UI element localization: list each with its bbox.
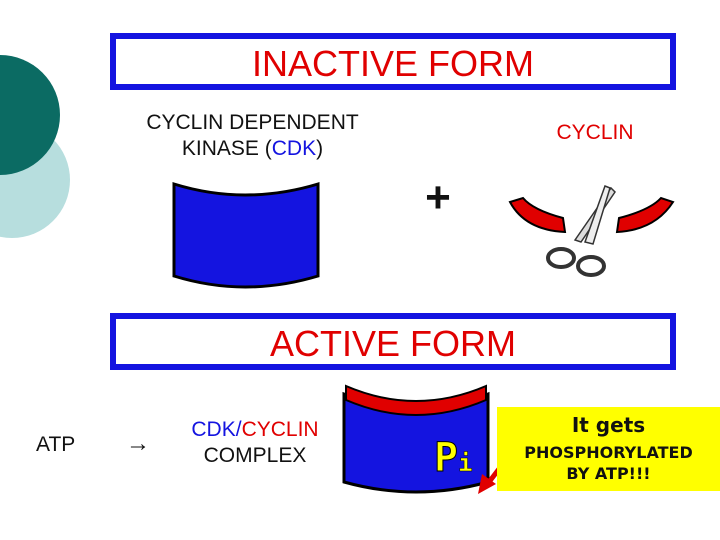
- complex-cdk-text: CDK/: [191, 418, 242, 441]
- scissors-icon: [546, 185, 616, 277]
- cyclin-with-scissors: [508, 185, 675, 277]
- phosphate-i: i: [458, 449, 473, 477]
- atp-label: ATP: [36, 433, 76, 456]
- cdk-cyclin-complex-shape: [342, 384, 490, 494]
- complex-label: CDK/CYCLIN COMPLEX: [170, 417, 340, 470]
- phosphate-label: Pi: [433, 435, 473, 481]
- active-form-title: ACTIVE FORM: [269, 323, 516, 364]
- active-form-banner: ACTIVE FORM: [110, 313, 676, 370]
- cdk-shape: [172, 181, 320, 289]
- phosphorylation-callout: It gets PHOSPHORYLATED BY ATP!!!: [497, 407, 720, 491]
- callout-line1: It gets: [571, 413, 646, 437]
- atp-arrow: →: [126, 430, 150, 457]
- cyclin-right-fragment: [615, 196, 675, 234]
- complex-label-line2: COMPLEX: [203, 444, 307, 468]
- phosphate-p: P: [433, 435, 459, 481]
- cyclin-label: CYCLIN: [556, 121, 634, 144]
- cyclin-left-fragment: [508, 196, 567, 234]
- decorative-teal-circles: [0, 55, 70, 238]
- cdk-label-prefix: KINASE (: [181, 137, 272, 161]
- plus-sign: +: [425, 173, 451, 222]
- cdk-abbr: CDK: [271, 137, 317, 161]
- complex-cyclin-text: CYCLIN: [241, 418, 319, 441]
- inactive-form-banner: INACTIVE FORM: [110, 33, 676, 90]
- complex-cyclin-cap: [345, 384, 487, 416]
- cdk-body: [172, 181, 320, 289]
- cdk-label-line1: CYCLIN DEPENDENT: [146, 111, 359, 134]
- cdk-label-line2: KINASE (CDK): [120, 136, 385, 162]
- dark-teal-circle: [0, 55, 60, 175]
- callout-line2: PHOSPHORYLATED: [524, 443, 693, 462]
- cdk-label-suffix: ): [316, 137, 324, 161]
- inactive-form-title: INACTIVE FORM: [251, 43, 534, 84]
- callout-line3: BY ATP!!!: [566, 464, 651, 483]
- cdk-label: CYCLIN DEPENDENT KINASE (CDK): [120, 110, 385, 163]
- complex-label-line1: CDK/CYCLIN: [170, 417, 340, 443]
